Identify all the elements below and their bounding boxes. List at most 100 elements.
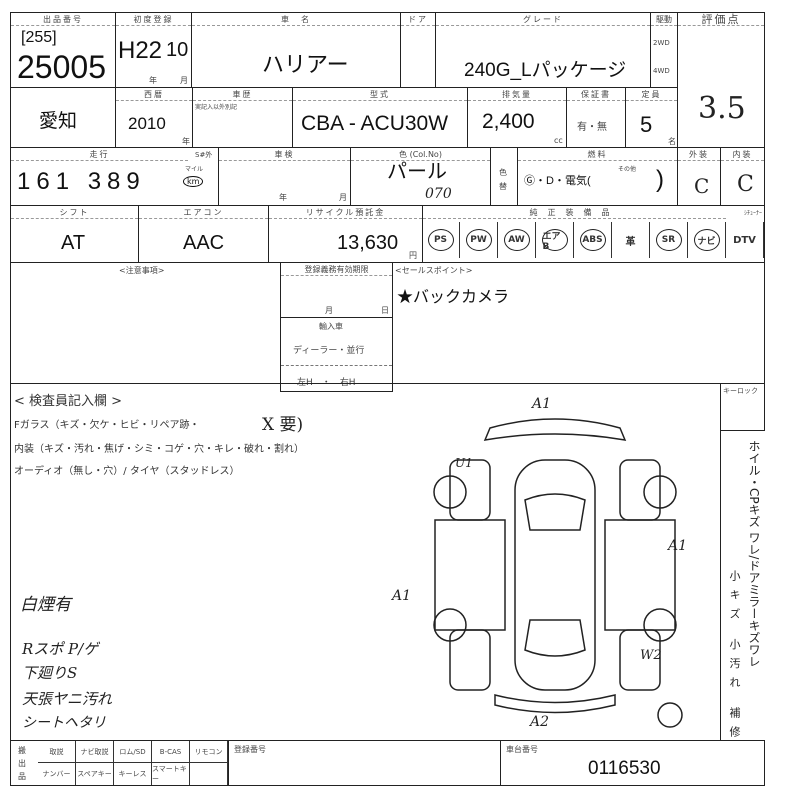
history-label: 車歴 <box>193 89 292 101</box>
capacity: 5 <box>640 112 653 137</box>
option-sr: SR <box>650 222 688 258</box>
handwritten-note: Rスポ P/ゲ <box>22 640 99 658</box>
warranty-cell: 保証書 有・無 <box>566 87 626 148</box>
keylock-label: キーロック <box>723 387 758 395</box>
color-change-cell: 色替 <box>490 147 518 206</box>
tuner-label: ｼﾁｭｰﾅｰ <box>743 210 762 217</box>
car-name-label: 車 名 <box>192 14 400 26</box>
yen-unit: 円 <box>409 251 417 260</box>
option-label: ABS <box>579 229 606 251</box>
year-unit: 年 <box>149 76 157 85</box>
history-cell: 車歴 実記入以外別記 <box>192 87 293 148</box>
audio-tire-line: オーディオ（無し・穴）/ タイヤ（スタッドレス） <box>14 466 240 477</box>
option-label: AW <box>503 229 530 251</box>
door-label: ドア <box>401 14 435 26</box>
shift-cell: シフト AT <box>10 205 139 263</box>
month-unit: 月 <box>180 76 188 85</box>
exterior-cell: 外装 C <box>677 147 721 206</box>
mileage-label: 走行 <box>11 149 188 161</box>
caution-cell: <注意事項> <box>10 262 281 384</box>
handwritten-note: 白煙有 <box>20 595 71 615</box>
model: CBA - ACU30W <box>301 112 449 135</box>
color-cell: 色 (Col.No) パール 070 <box>350 147 491 206</box>
import-label: 輸入車 <box>319 322 343 331</box>
cc-unit: cc <box>554 136 563 145</box>
carry-label: 搬出品 <box>18 746 26 781</box>
carry-item: ナンバー <box>38 763 76 785</box>
displacement-cell: 排気量 2,400 cc <box>467 87 567 148</box>
model-label: 型式 <box>293 89 467 101</box>
reg-month: 月 <box>325 306 333 315</box>
insp-year-unit: 年 <box>279 193 287 202</box>
mileage-cell: 走行 S#外 161 389 マイル km <box>10 147 219 206</box>
year-unit2: 年 <box>182 137 190 146</box>
damage-mark: A1 <box>392 588 412 604</box>
option-label: PW <box>465 229 492 251</box>
model-cell: 型式 CBA - ACU30W <box>292 87 468 148</box>
door-cell: ドア <box>400 12 436 88</box>
carry-item: キーレス <box>114 763 152 785</box>
carry-item: ナビ取説 <box>76 741 114 763</box>
shift-label: シフト <box>11 207 138 219</box>
exterior-label: 外装 <box>678 149 720 161</box>
year: 2010 <box>128 114 166 133</box>
fuel-close: ) <box>656 166 664 193</box>
reg-day: 日 <box>381 306 389 315</box>
registration-label: 登録義務有効期限 <box>281 264 392 276</box>
chassis-label: 車台番号 <box>506 745 538 754</box>
registration-cell: 登録義務有効期限 月 日 輸入車 ディーラー・並行 左H ・ 右H <box>280 262 393 392</box>
drive-4wd: 4WD <box>653 67 670 75</box>
option-aw: AW <box>498 222 536 258</box>
history-sub: 実記入以外別記 <box>195 104 238 111</box>
exterior: C <box>694 174 710 198</box>
displacement-label: 排気量 <box>468 89 566 101</box>
sales-point: ★バックカメラ <box>397 289 510 306</box>
chassis-number: 0116530 <box>588 758 661 779</box>
carry-item: ロム/SD <box>114 741 152 763</box>
reg-number-label: 登録番号 <box>234 745 266 754</box>
first-reg-label: 初度登録 <box>116 14 191 26</box>
drive-label: 駆動 <box>651 14 677 26</box>
interior-cell: 内装 C <box>720 147 765 206</box>
fuel-other: その他 <box>618 166 637 173</box>
mileage-sub: S#外 <box>195 151 213 159</box>
option-label: SR <box>655 229 682 251</box>
ac-cell: エアコン AAC <box>138 205 269 263</box>
drive-cell: 駆動 2WD 4WD <box>650 12 678 88</box>
equipment-label: 純正装備品 <box>423 207 726 219</box>
damage-mark: A1 <box>668 538 688 554</box>
option-ps: PS <box>422 222 460 258</box>
option-pw: PW <box>460 222 498 258</box>
region: 愛知 <box>39 111 78 132</box>
fuel-label: 燃料 <box>518 149 677 161</box>
first-reg-era: H22 <box>118 37 163 64</box>
car-name-cell: 車 名 ハリアー <box>191 12 401 88</box>
km-unit: km <box>183 176 204 187</box>
lot-sub: [255] <box>21 29 57 46</box>
interior-line: 内装（キズ・汚れ・焦げ・シミ・コゲ・穴・キレ・破れ・割れ） <box>14 444 304 455</box>
scratch-scale-text: 小キズ 小汚れ 補修 <box>728 570 741 745</box>
damage-mark: W2 <box>640 648 662 663</box>
color-no: 070 <box>425 186 452 202</box>
carry-item: 取説 <box>38 741 76 763</box>
option-label: DTV <box>733 234 756 246</box>
handwritten-note: 下廻りS <box>22 664 78 682</box>
score: 3.5 <box>698 91 746 126</box>
option-革: 革 <box>612 222 650 258</box>
ac: AAC <box>183 232 225 254</box>
year-label: 西暦 <box>116 89 192 101</box>
carry-item: B-CAS <box>152 741 190 763</box>
recycle-cell: リサイクル預託金 13,630 円 <box>268 205 423 263</box>
option-label: PS <box>427 229 454 251</box>
car-name: ハリアー <box>262 52 349 77</box>
handwritten-note: シートヘタリ <box>22 715 106 731</box>
import-type: ディーラー・並行 <box>293 346 365 356</box>
carry-item: リモコン <box>190 741 228 763</box>
option-エアb: エアB <box>536 222 574 258</box>
option-label: 革 <box>625 236 636 248</box>
carry-item: スマートキー <box>152 763 190 785</box>
damage-mark: U1 <box>455 456 473 470</box>
car-diagram <box>433 418 683 728</box>
footer <box>10 740 765 786</box>
capacity-unit: 名 <box>668 137 676 146</box>
